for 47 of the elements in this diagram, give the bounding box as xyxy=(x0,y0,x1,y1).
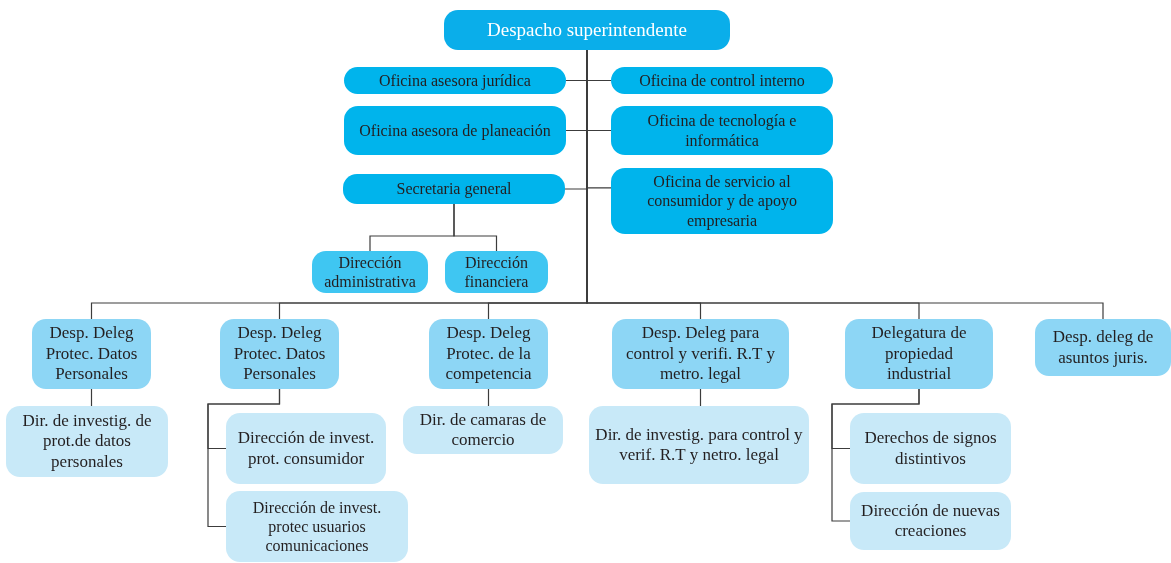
delegation-box xyxy=(429,319,548,389)
sub-directorate-box xyxy=(226,413,386,484)
node-label: Desp. Deleg Protec. Datos Personales xyxy=(44,323,139,385)
node-label: Desp. deleg de asuntos juris. xyxy=(1051,327,1155,368)
node-label: Secretaria general xyxy=(396,179,512,199)
sub-directorate-box xyxy=(589,406,809,484)
head-office-box xyxy=(444,10,730,50)
node-label: Desp. Deleg para control y verifi. R.T y metro. legal xyxy=(625,323,776,385)
node-label: Dir. de investig. de prot.de datos personales xyxy=(21,410,153,473)
node-label: Oficina asesora de planeación xyxy=(359,120,551,141)
delegation-box xyxy=(612,319,789,389)
sub-directorate-box xyxy=(403,406,563,454)
office-box xyxy=(343,174,565,204)
directorate-box xyxy=(312,251,428,293)
sub-directorate-box xyxy=(6,406,168,477)
office-box xyxy=(611,168,833,234)
connector-line xyxy=(831,388,920,522)
delegation-box xyxy=(845,319,993,389)
sub-directorate-box xyxy=(226,491,408,562)
node-label: Desp. Deleg Protec. Datos Personales xyxy=(232,323,327,385)
connector-line xyxy=(453,203,498,252)
node-label: Oficina de control interno xyxy=(639,70,805,91)
node-label: Dir. de investig. para control y verif. R.T y netro. legal xyxy=(595,424,803,466)
sub-directorate-box xyxy=(850,492,1011,550)
node-label: Oficina de servicio al consumidor y de apoyo empresaria xyxy=(646,172,798,230)
delegation-box xyxy=(1035,319,1171,376)
node-label: Dirección financiera xyxy=(463,252,530,292)
sub-directorate-box xyxy=(850,413,1011,484)
connector-line xyxy=(207,388,281,528)
node-label: Derechos de signos distintivos xyxy=(863,428,998,469)
node-label: Despacho superintendente xyxy=(487,18,687,42)
node-label: Dir. de camaras de comercio xyxy=(418,409,548,451)
office-box xyxy=(344,106,566,155)
office-box xyxy=(611,106,833,155)
delegation-box xyxy=(220,319,339,389)
node-label: Desp. Deleg Protec. de la competencia xyxy=(444,323,533,385)
node-label: Dirección de invest. protec usuarios comunicaciones xyxy=(251,497,383,556)
node-label: Delegatura de propiedad industrial xyxy=(870,323,968,385)
node-label: Dirección de invest. prot. consumidor xyxy=(236,428,376,469)
node-label: Dirección administrativa xyxy=(323,252,417,292)
node-label: Dirección de nuevas creaciones xyxy=(860,500,1001,542)
delegation-box xyxy=(32,319,151,389)
node-label: Oficina de tecnología e informática xyxy=(646,111,798,150)
directorate-box xyxy=(445,251,548,293)
office-box xyxy=(611,67,833,94)
node-label: Oficina asesora jurídica xyxy=(379,70,531,91)
office-box xyxy=(344,67,566,94)
